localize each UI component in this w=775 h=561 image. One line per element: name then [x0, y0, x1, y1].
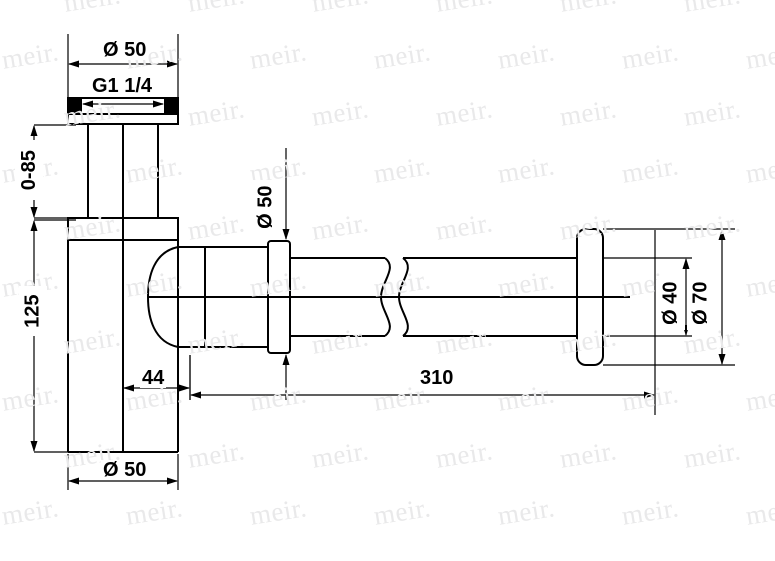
drawing-canvas: meir.meir.meir.meir.meir.meir.meir.meir.… — [0, 0, 775, 531]
technical-drawing — [30, 34, 735, 490]
